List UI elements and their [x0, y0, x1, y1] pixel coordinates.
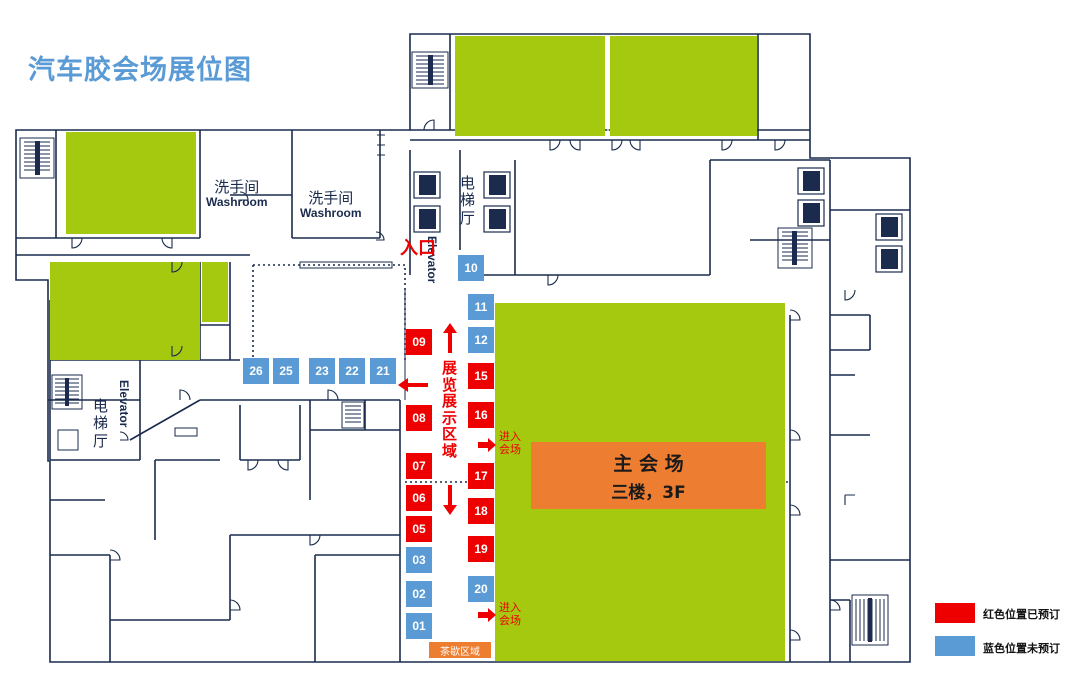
main-venue-title: 主 会 场 [613, 452, 684, 475]
booth-19[interactable]: 19 [468, 536, 494, 562]
booth-15[interactable]: 15 [468, 363, 494, 389]
booth-25[interactable]: 25 [273, 358, 299, 384]
booth-18[interactable]: 18 [468, 498, 494, 524]
arrow-left-icon [398, 378, 428, 392]
arrow-down-icon [443, 485, 457, 515]
legend-swatch-booked [935, 603, 975, 623]
washroom-1-en: Washroom [206, 194, 268, 209]
washroom-2-en: Washroom [300, 205, 362, 220]
elevator-hall-left-label: 电梯厅 [93, 397, 109, 450]
booth-02[interactable]: 02 [406, 581, 432, 607]
main-venue-floor: 三楼，3F [611, 482, 686, 503]
booth-08[interactable]: 08 [406, 405, 432, 431]
arrow-right-icon-1 [478, 438, 496, 452]
booth-16[interactable]: 16 [468, 402, 494, 428]
washroom-2-label: 洗手间 Washroom [300, 189, 362, 220]
washroom-2-cn: 洗手间 [308, 189, 354, 207]
entrance-label: 入口 [400, 238, 436, 259]
washroom-1-cn: 洗手间 [214, 178, 260, 196]
washroom-1-label: 洗手间 Washroom [206, 178, 268, 209]
booth-06[interactable]: 06 [406, 485, 432, 511]
main-venue-block: 主 会 场 三楼，3F [531, 442, 766, 509]
booth-10[interactable]: 10 [458, 255, 484, 281]
booth-23[interactable]: 23 [309, 358, 335, 384]
booth-21[interactable]: 21 [370, 358, 396, 384]
booth-22[interactable]: 22 [339, 358, 365, 384]
arrow-up-icon [443, 323, 457, 353]
legend-swatch-unbooked [935, 636, 975, 656]
booth-17[interactable]: 17 [468, 463, 494, 489]
enter-venue-label-2: 进入会场 [499, 601, 521, 627]
booth-05[interactable]: 05 [406, 516, 432, 542]
elevator-hall-top-cn: 电梯厅 [460, 174, 476, 227]
legend-label-unbooked: 蓝色位置未预订 [983, 642, 1060, 655]
booth-01[interactable]: 01 [406, 613, 432, 639]
booth-11[interactable]: 11 [468, 294, 494, 320]
enter-venue-label-1: 进入会场 [499, 430, 521, 456]
legend-label-booked: 红色位置已预订 [983, 608, 1060, 621]
arrow-right-icon-2 [478, 608, 496, 622]
booth-09[interactable]: 09 [406, 329, 432, 355]
exhibit-zone-label: 展览展示区域 [442, 359, 458, 460]
booth-07[interactable]: 07 [406, 453, 432, 479]
booth-26[interactable]: 26 [243, 358, 269, 384]
booth-12[interactable]: 12 [468, 327, 494, 353]
tea-break-area: 茶歇区域 [429, 642, 491, 658]
page-title: 汽车胶会场展位图 [28, 55, 252, 86]
elevator-hall-left-cn: 电梯厅 [93, 397, 109, 450]
elevator-left-en: Elevator [117, 380, 131, 428]
booth-20[interactable]: 20 [468, 576, 494, 602]
elevator-hall-top-label: 电梯厅 [460, 174, 476, 227]
booth-03[interactable]: 03 [406, 547, 432, 573]
